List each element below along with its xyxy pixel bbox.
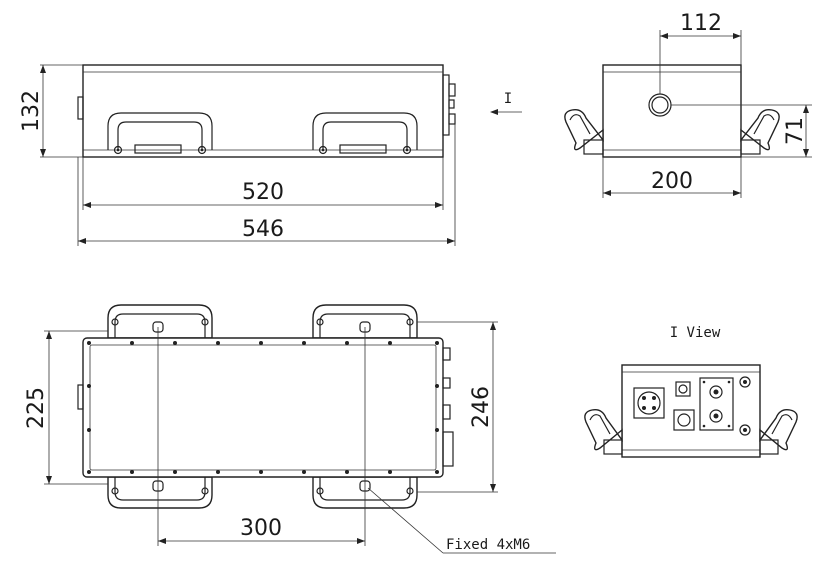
front-handle-right xyxy=(312,112,418,155)
side-body xyxy=(602,64,742,158)
front-body xyxy=(82,64,444,158)
side-height-dim: 71 xyxy=(783,117,808,145)
top-hole-spacing-dim: 300 xyxy=(240,516,282,541)
top-view: 225 246 300 Fixed 4xM6 xyxy=(24,304,556,554)
i-view-body xyxy=(621,364,761,458)
top-body xyxy=(82,337,444,478)
top-outer-depth-dim: 246 xyxy=(469,386,494,428)
side-foot-right xyxy=(740,108,780,155)
side-offset-dim: 112 xyxy=(680,11,722,36)
front-height-dim: 132 xyxy=(19,90,44,132)
top-handle-top-left xyxy=(107,304,213,339)
i-view-title: I View xyxy=(670,325,721,341)
i-view: I View xyxy=(584,325,798,458)
top-handle-top-right xyxy=(312,304,418,339)
view-marker: I xyxy=(504,91,512,107)
side-view: 112 71 200 xyxy=(564,11,812,198)
top-handle-bottom-left xyxy=(107,476,213,509)
side-foot-left xyxy=(564,108,604,155)
side-width-dim: 200 xyxy=(651,169,693,194)
front-handle-left xyxy=(107,112,213,155)
front-outer-width-dim: 546 xyxy=(242,217,284,242)
front-inner-width-dim: 520 xyxy=(242,180,284,205)
i-view-connectors xyxy=(633,376,751,436)
perimeter-bolts xyxy=(87,341,439,474)
mount-note: Fixed 4xM6 xyxy=(446,537,530,553)
front-view: 132 520 546 I xyxy=(19,64,522,246)
top-depth-dim: 225 xyxy=(24,387,49,429)
